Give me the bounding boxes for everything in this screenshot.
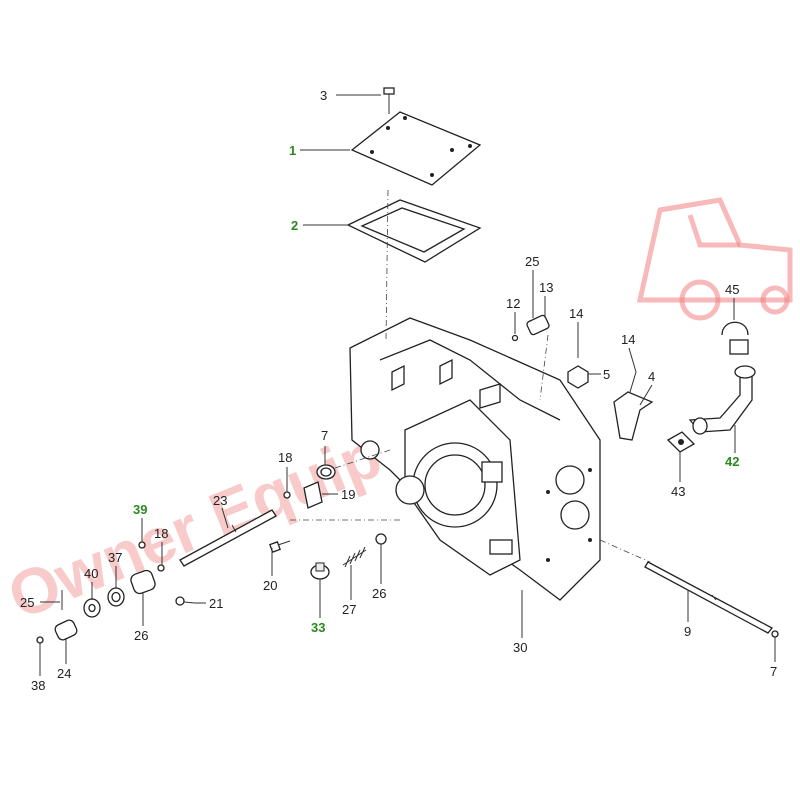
cover-bolt: [383, 87, 395, 114]
callout-label: 39: [133, 502, 147, 517]
plug-33: [310, 562, 330, 580]
breather-pipe-42: [688, 365, 756, 435]
callout-label: 5: [603, 367, 610, 382]
bushing-24: [54, 619, 78, 641]
callout-label: 18: [154, 526, 168, 541]
leader-lines: [39, 94, 776, 676]
callout-label: 1: [289, 143, 296, 158]
callout-label: 4: [648, 369, 655, 384]
pin-18b: [157, 564, 165, 572]
seal-7b: [771, 630, 779, 638]
assembly-centerlines: [290, 189, 651, 563]
collar-26a: [130, 569, 156, 595]
callout-label: 45: [725, 282, 739, 297]
pin-38: [36, 636, 44, 644]
callout-label: 33: [311, 620, 325, 635]
spring-27: [342, 546, 367, 568]
shaft-23: [179, 509, 277, 567]
fitting-13: [526, 314, 550, 336]
pin-39: [138, 541, 146, 549]
callout-label: 38: [31, 678, 45, 693]
callout-label: 9: [684, 624, 691, 639]
callout-label: 23: [213, 493, 227, 508]
callout-label: 20: [263, 578, 277, 593]
bolt-20: [269, 540, 291, 553]
shift-fork-4: [613, 371, 654, 441]
shift-rod-9: [644, 561, 773, 634]
seal-7a: [316, 464, 336, 480]
callout-label: 27: [342, 602, 356, 617]
plug-5: [567, 365, 589, 389]
callout-label: 40: [84, 566, 98, 581]
gasket: [346, 199, 482, 263]
callout-label: 18: [278, 450, 292, 465]
callout-label: 24: [57, 666, 71, 681]
callout-label: 37: [108, 550, 122, 565]
callout-label: 3: [320, 88, 327, 103]
callout-label: 42: [725, 454, 739, 469]
bolt-21: [175, 596, 196, 606]
callout-labels: 3 1 2 25 13 12 14 45 14 5 4 42 43 7 18 1…: [20, 88, 777, 693]
callout-label: 43: [671, 484, 685, 499]
callout-label: 30: [513, 640, 527, 655]
pin-12: [511, 334, 519, 342]
dipstick-45: [721, 321, 749, 355]
callout-label: 14: [569, 306, 583, 321]
callout-label: 2: [291, 218, 298, 233]
cover-plate: [350, 111, 482, 186]
washer-37: [107, 587, 125, 607]
transmission-housing: [349, 317, 601, 601]
callout-label: 21: [209, 596, 223, 611]
washer-40: [83, 598, 101, 618]
callout-label: 13: [539, 280, 553, 295]
lever-19: [303, 481, 323, 509]
callout-label: 19: [341, 487, 355, 502]
ball-26b: [375, 533, 387, 545]
pin-18a: [283, 491, 291, 499]
callout-label: 25: [525, 254, 539, 269]
callout-label: 12: [506, 296, 520, 311]
callout-label: 25: [20, 595, 34, 610]
bracket-43: [666, 431, 696, 453]
callout-label: 14: [621, 332, 635, 347]
callout-label: 7: [770, 664, 777, 679]
callout-label: 7: [321, 428, 328, 443]
callout-label: 26: [134, 628, 148, 643]
tractor-watermark-icon: [636, 197, 793, 321]
callout-label: 26: [372, 586, 386, 601]
